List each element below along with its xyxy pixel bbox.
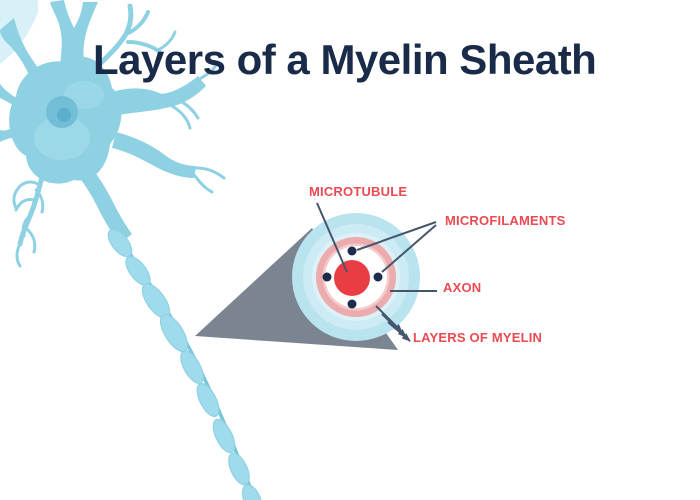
page-title: Layers of a Myelin Sheath <box>93 36 597 83</box>
myelin-segment <box>196 382 220 418</box>
microtubule-label: MICROTUBULE <box>309 184 408 199</box>
dendrite <box>124 10 150 36</box>
soma-highlight <box>34 116 90 160</box>
dendrite <box>156 30 177 52</box>
myelin-segment <box>159 313 189 353</box>
microfilaments-pointer-line <box>381 224 437 273</box>
dendrite <box>14 198 36 212</box>
myelin-segment <box>228 452 250 486</box>
myelin-segment <box>212 418 236 454</box>
microtubule-pointer-line <box>316 202 348 273</box>
dendrite <box>26 228 37 254</box>
pointer-lines <box>316 202 437 342</box>
axon-hillock <box>68 158 132 244</box>
microfilament-dot <box>322 272 332 282</box>
dendrite-twigs-lower <box>12 165 47 268</box>
microfilament-dots <box>322 246 383 309</box>
microfilament-dot <box>373 272 383 282</box>
dendrite <box>170 104 192 130</box>
microfilaments-label: MICROFILAMENTS <box>445 213 566 228</box>
myelin-segment <box>241 484 263 500</box>
microtubule-core <box>334 260 370 296</box>
microfilament-dot <box>347 299 357 309</box>
dendrite <box>34 188 45 214</box>
neuron-illustration <box>0 0 263 500</box>
dendrite <box>21 214 32 238</box>
myelin-segment <box>180 350 204 384</box>
dendrite-twigs-upper <box>97 3 226 194</box>
dendrite <box>112 76 206 116</box>
dendrite <box>15 242 22 268</box>
axon-label: AXON <box>443 280 482 295</box>
dendrite-wash <box>0 0 38 64</box>
dendrite <box>12 180 40 210</box>
dendrite <box>194 166 226 180</box>
myelin-pointer-line <box>387 321 411 342</box>
microfilaments-pointer-line <box>356 221 437 251</box>
dendrite <box>112 132 196 178</box>
dendrite <box>196 60 220 82</box>
nucleolus <box>57 108 71 122</box>
myelin-segments <box>107 228 263 500</box>
dendrite <box>190 170 214 194</box>
layers-of-myelin-label: LAYERS OF MYELIN <box>413 330 543 345</box>
myelin-segment <box>107 228 133 258</box>
microfilament-dot <box>347 246 357 256</box>
axon-cross-section <box>292 213 420 341</box>
